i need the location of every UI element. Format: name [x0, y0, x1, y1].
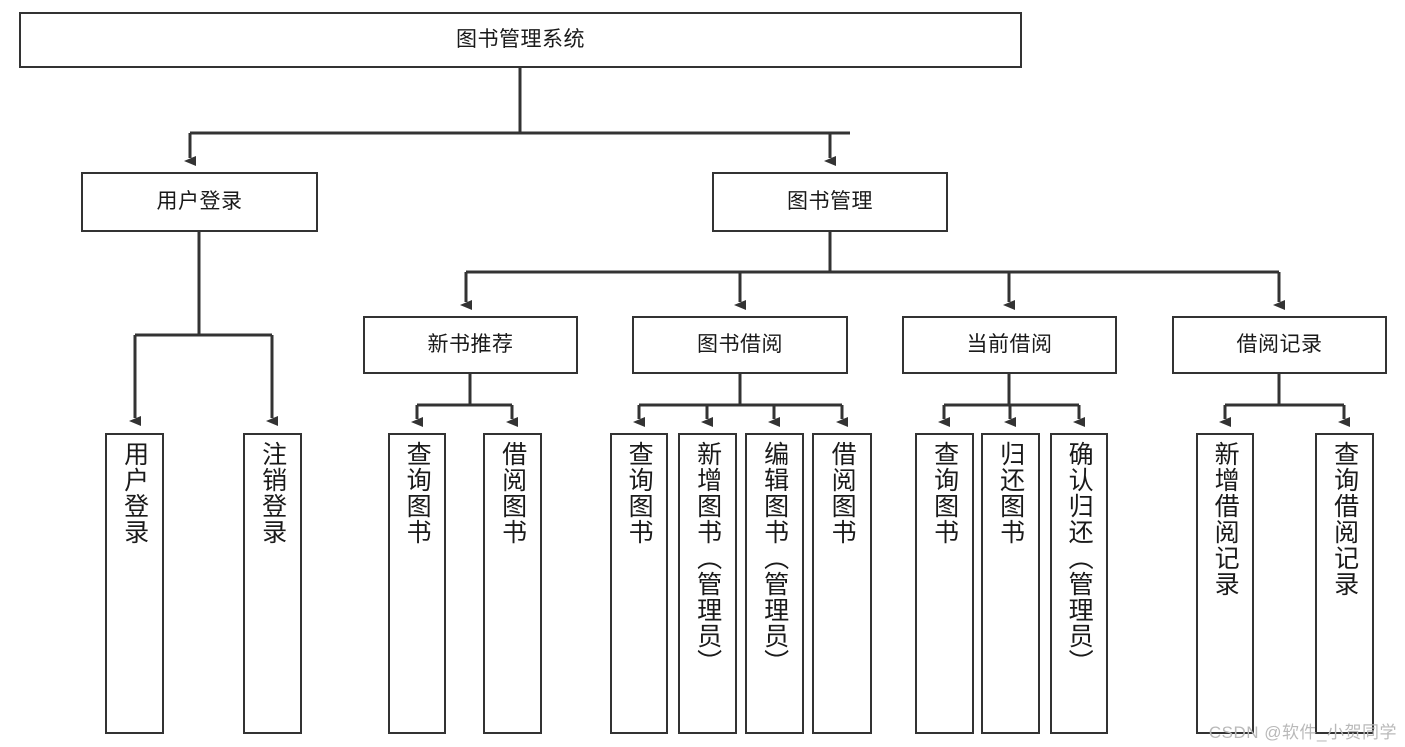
node-label: 查询图书: [625, 441, 654, 545]
node-current-borrow[interactable]: 当前借阅: [902, 316, 1117, 374]
node-user-login[interactable]: 用户登录: [81, 172, 318, 232]
node-label: 查询图书: [930, 441, 959, 545]
node-label: 图书管理系统: [456, 27, 585, 51]
node-label: 注销登录: [258, 441, 287, 545]
node-root-book-management-system[interactable]: 图书管理系统: [19, 12, 1022, 68]
leaf-new-book-borrow-book[interactable]: 借阅图书: [483, 433, 542, 734]
leaf-book-borrow-edit-book-admin[interactable]: 编辑图书（管理员）: [745, 433, 804, 734]
node-label: 用户登录: [120, 441, 149, 545]
leaf-current-borrow-query-book[interactable]: 查询图书: [915, 433, 974, 734]
node-label: 借阅记录: [1236, 332, 1323, 356]
node-label: 借阅图书: [498, 441, 527, 545]
leaf-borrow-record-query-record[interactable]: 查询借阅记录: [1315, 433, 1374, 734]
leaf-user-login-logout[interactable]: 注销登录: [243, 433, 302, 734]
node-label: 查询图书: [403, 441, 432, 545]
node-label: 用户登录: [156, 189, 243, 213]
node-label: 新增图书（管理员）: [693, 441, 722, 675]
node-borrow-record[interactable]: 借阅记录: [1172, 316, 1387, 374]
leaf-new-book-query-book[interactable]: 查询图书: [388, 433, 446, 734]
node-book-management[interactable]: 图书管理: [712, 172, 948, 232]
node-label: 新增借阅记录: [1211, 441, 1240, 597]
leaf-current-borrow-return-book[interactable]: 归还图书: [981, 433, 1040, 734]
node-label: 图书借阅: [697, 332, 783, 356]
leaf-book-borrow-add-book-admin[interactable]: 新增图书（管理员）: [678, 433, 737, 734]
node-label: 新书推荐: [427, 332, 514, 356]
node-label: 查询借阅记录: [1330, 441, 1359, 597]
leaf-user-login-login[interactable]: 用户登录: [105, 433, 164, 734]
node-new-book-recommend[interactable]: 新书推荐: [363, 316, 578, 374]
node-book-borrow[interactable]: 图书借阅: [632, 316, 848, 374]
csdn-watermark: CSDN @软件_小贺同学: [1208, 723, 1397, 742]
node-label: 归还图书: [996, 441, 1025, 545]
leaf-borrow-record-add-record[interactable]: 新增借阅记录: [1196, 433, 1254, 734]
leaf-book-borrow-borrow-book[interactable]: 借阅图书: [812, 433, 872, 734]
node-label: 借阅图书: [828, 441, 857, 545]
node-label: 确认归还（管理员）: [1065, 441, 1094, 675]
leaf-book-borrow-query-book[interactable]: 查询图书: [610, 433, 668, 734]
node-label: 当前借阅: [966, 332, 1053, 356]
node-label: 图书管理: [787, 189, 873, 213]
leaf-current-borrow-confirm-return-admin[interactable]: 确认归还（管理员）: [1050, 433, 1108, 734]
node-label: 编辑图书（管理员）: [760, 441, 789, 675]
